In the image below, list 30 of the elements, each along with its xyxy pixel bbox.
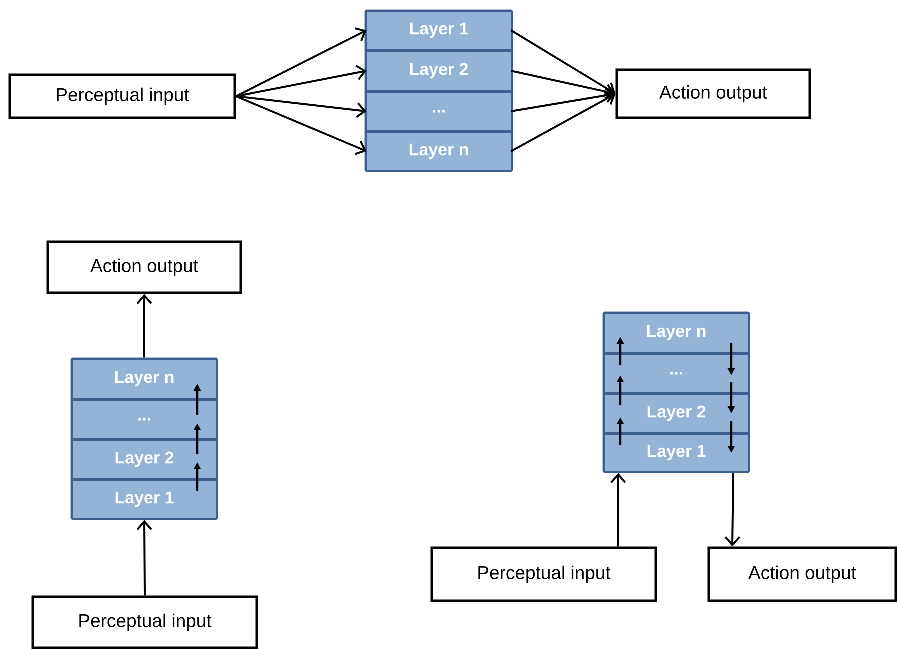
arrow bbox=[510, 30, 616, 96]
layer-bar: Layer 1 bbox=[367, 12, 511, 49]
text-box: Perceptual input bbox=[32, 596, 258, 650]
arrow bbox=[610, 473, 626, 547]
layer-bar: Layer 2 bbox=[73, 440, 216, 478]
layer-bar: ... bbox=[605, 354, 748, 392]
text-box: Perceptual input bbox=[430, 546, 658, 602]
arrow bbox=[136, 520, 152, 596]
arrow bbox=[236, 28, 367, 98]
layer-bar: Layer 2 bbox=[605, 394, 748, 432]
text-box: Action output bbox=[46, 240, 242, 294]
arrow bbox=[236, 96, 367, 156]
layer-bar: Layer 2 bbox=[367, 52, 511, 90]
text-box: Action output bbox=[708, 546, 898, 602]
arrow bbox=[236, 96, 367, 118]
layer-bar: ... bbox=[73, 400, 216, 438]
layer-bar: Layer n bbox=[605, 314, 748, 352]
layer-bar: Layer 1 bbox=[73, 480, 216, 518]
layer-bar: Layer n bbox=[73, 360, 216, 398]
layer-bar: Layer n bbox=[367, 133, 511, 170]
layer-bar: ... bbox=[367, 93, 511, 130]
arrow bbox=[724, 473, 740, 547]
text-box: Action output bbox=[616, 68, 812, 120]
arrow bbox=[510, 91, 616, 152]
layer-bar: Layer 1 bbox=[605, 434, 748, 471]
arrow bbox=[511, 88, 616, 112]
arrow bbox=[136, 294, 152, 358]
text-box: Perceptual input bbox=[8, 74, 236, 120]
arrow bbox=[511, 70, 616, 100]
arrow bbox=[236, 65, 367, 98]
